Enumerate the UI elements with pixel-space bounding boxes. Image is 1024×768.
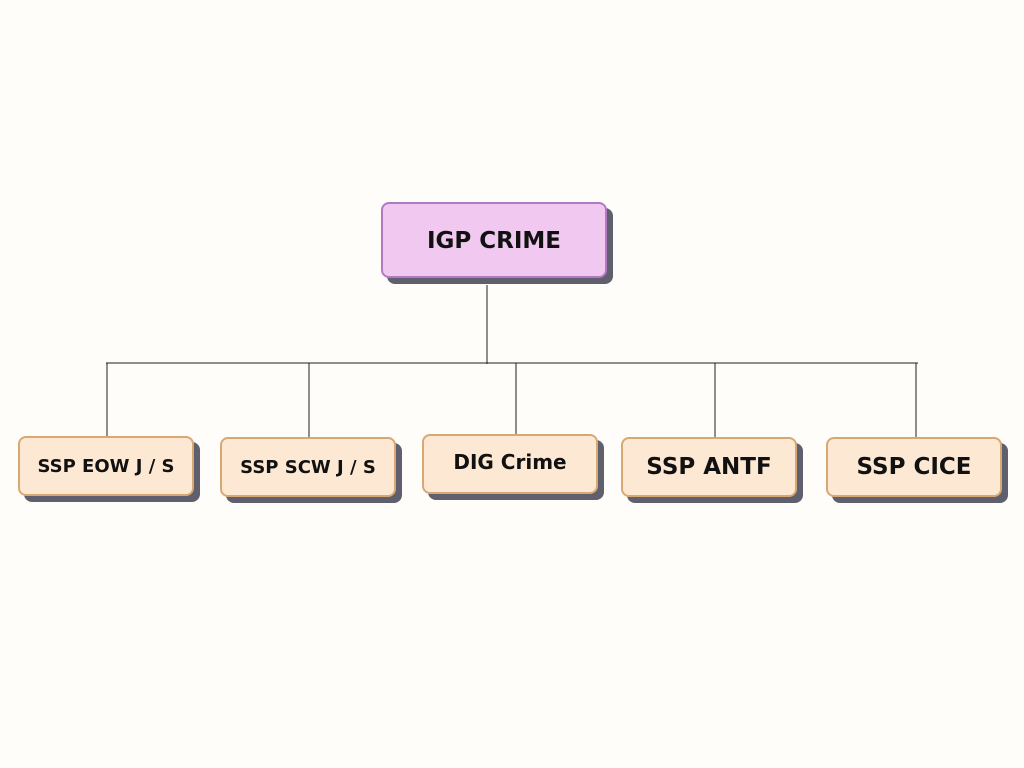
- child-node-ssp-cice: SSP CICE: [826, 437, 1002, 497]
- child-node-label: DIG Crime: [453, 450, 567, 474]
- root-node-igp-crime: IGP CRIME: [381, 202, 607, 278]
- child-node-ssp-scw: SSP SCW J / S: [220, 437, 396, 497]
- child-node-ssp-antf: SSP ANTF: [621, 437, 797, 497]
- child-node-label: SSP EOW J / S: [37, 455, 175, 477]
- child-node-ssp-eow: SSP EOW J / S: [18, 436, 194, 496]
- root-node-label: IGP CRIME: [426, 228, 562, 254]
- child-node-label: SSP SCW J / S: [240, 456, 376, 478]
- child-node-label: SSP CICE: [856, 454, 972, 480]
- child-node-label: SSP ANTF: [646, 454, 772, 480]
- child-node-dig-crime: DIG Crime: [422, 434, 598, 494]
